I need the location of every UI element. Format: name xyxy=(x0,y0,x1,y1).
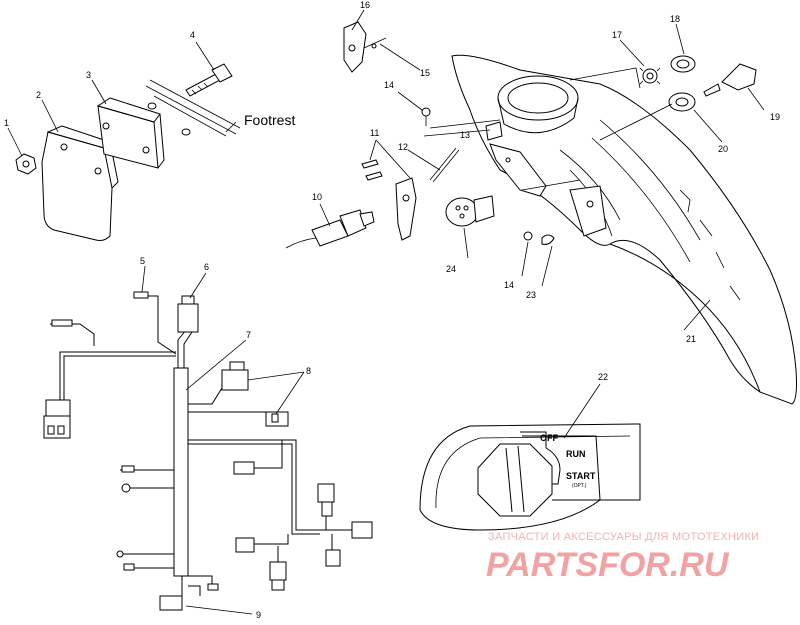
front-panel-21 xyxy=(451,54,797,405)
callout-10: 10 xyxy=(312,192,322,202)
callout-16: 16 xyxy=(360,0,370,10)
footrest-label: Footrest xyxy=(244,112,295,128)
key-ignition-parts xyxy=(639,55,757,112)
callout-11: 11 xyxy=(370,128,379,138)
callout-21: 21 xyxy=(686,334,696,344)
switch-start-label: START xyxy=(566,471,596,481)
callout-22: 22 xyxy=(598,372,608,382)
callout-17: 17 xyxy=(612,30,622,40)
wiring-harness xyxy=(43,291,373,611)
callout-numbers: 1 2 3 4 5 6 7 8 9 10 11 12 13 14 14 15 1… xyxy=(4,0,780,620)
callout-12: 12 xyxy=(398,142,408,152)
callout-13: 13 xyxy=(460,130,470,140)
switch-start-sub-label: (OPT.) xyxy=(572,483,587,489)
callout-19: 19 xyxy=(770,112,780,122)
switch-lever-parts xyxy=(285,107,503,249)
callout-15: 15 xyxy=(420,68,430,78)
switch-off-label: OFF xyxy=(540,433,558,443)
callout-5: 5 xyxy=(140,256,145,266)
leader-lines xyxy=(7,9,765,615)
callout-1: 1 xyxy=(4,118,9,128)
callout-2: 2 xyxy=(36,90,41,100)
watermark: ЗАПЧАСТИ И АКСЕССУАРЫ ДЛЯ МОТОТЕХНИКИ PA… xyxy=(486,531,759,584)
footrest-bracket-assembly xyxy=(15,63,241,241)
callout-24: 24 xyxy=(446,264,456,274)
switch-run-label: RUN xyxy=(566,449,586,459)
callout-7: 7 xyxy=(246,330,251,340)
bracket-15-16 xyxy=(343,21,387,73)
watermark-tagline: ЗАПЧАСТИ И АКСЕССУАРЫ ДЛЯ МОТОТЕХНИКИ xyxy=(488,531,759,543)
callout-9: 9 xyxy=(256,610,261,620)
callout-6: 6 xyxy=(204,262,209,272)
callout-3: 3 xyxy=(86,70,91,80)
callout-14-bottom: 14 xyxy=(504,280,514,290)
ignition-switch-detail-22: OFF RUN START (OPT.) xyxy=(419,423,641,531)
callout-8: 8 xyxy=(306,366,311,376)
callout-14-top: 14 xyxy=(384,80,394,90)
watermark-logo: PARTSFOR.RU xyxy=(486,546,730,584)
ignition-switch-24 xyxy=(445,195,555,245)
callout-23: 23 xyxy=(526,290,536,300)
callout-4: 4 xyxy=(190,30,195,40)
callout-18: 18 xyxy=(670,14,680,24)
callout-20: 20 xyxy=(718,144,728,154)
